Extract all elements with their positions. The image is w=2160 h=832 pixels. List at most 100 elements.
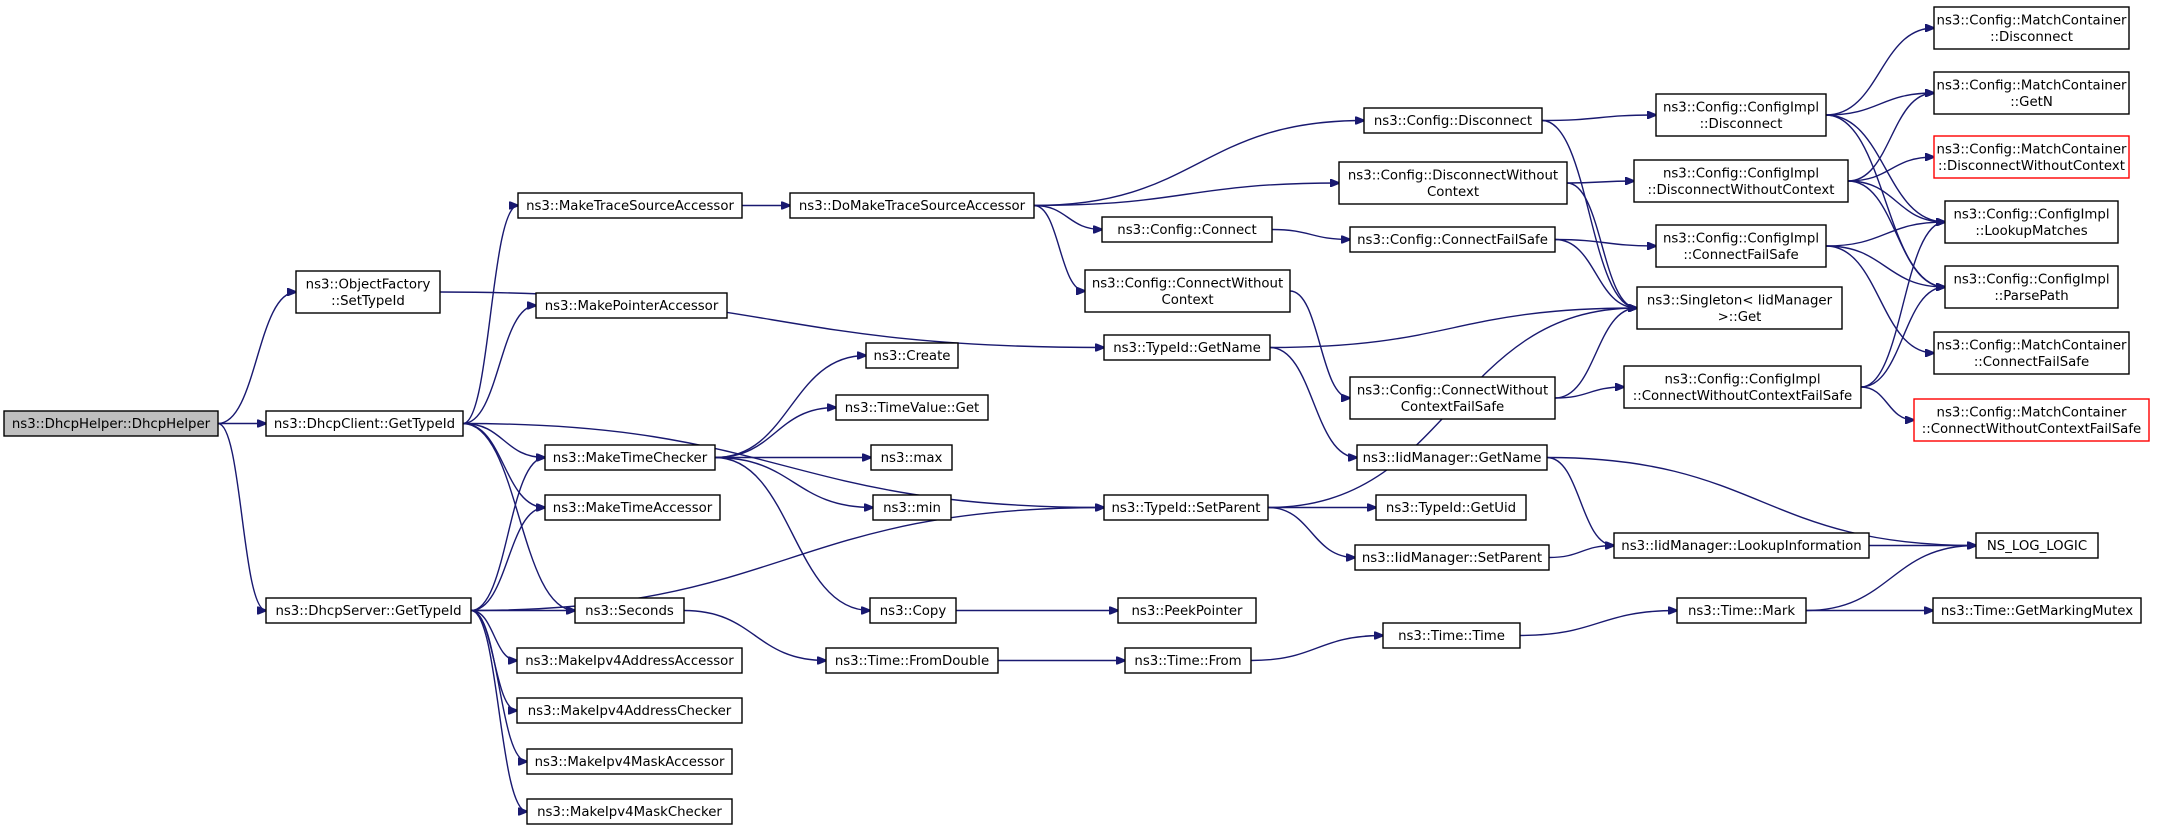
node-ns3-maketimeaccessor[interactable]: ns3::MakeTimeAccessor <box>544 494 721 521</box>
node-box <box>1676 597 1807 624</box>
node-ns3-min[interactable]: ns3::min <box>872 494 952 521</box>
edge-implDisconnWoc-to-mcDisconnWoc <box>1847 157 1934 182</box>
node-ns3-max[interactable]: ns3::max <box>870 444 953 471</box>
node-ns-log-logic[interactable]: NS_LOG_LOGIC <box>1975 532 2099 559</box>
node-label: ns3::IidManager::LookupInformation <box>1621 539 1861 554</box>
node-box <box>825 647 999 674</box>
node-label: ns3::Config::MatchContainer <box>1937 142 2127 157</box>
node-ns3-config-configimpl-disconnectwithoutcontext[interactable]: ns3::Config::ConfigImpl::DisconnectWitho… <box>1633 159 1849 203</box>
node-label: >::Get <box>1718 310 1762 325</box>
node-ns3-time-time[interactable]: ns3::Time::Time <box>1382 622 1521 649</box>
node-ns3-dhcpserver-gettypeid[interactable]: ns3::DhcpServer::GetTypeId <box>265 597 472 624</box>
node-box <box>516 697 743 724</box>
edge-cfgconnfailsafe-to-implConnFailSafe <box>1554 238 1656 247</box>
node-ns3-objectfactory-settypeid[interactable]: ns3::ObjectFactory::SetTypeId <box>295 270 441 314</box>
node-label: ns3::Config::Disconnect <box>1374 114 1532 129</box>
node-label: ::SetTypeId <box>331 294 405 309</box>
edge-iidgetname-to-iidlookupinfo <box>1546 456 1614 546</box>
node-box <box>526 798 733 825</box>
edge-implDisconnWoc-to-mcGetN <box>1847 93 1934 182</box>
node-ns3-typeid-getname[interactable]: ns3::TypeId::GetName <box>1103 334 1271 361</box>
node-ns3-config-connectwithoutcontextfailsafe[interactable]: ns3::Config::ConnectWithoutContextFailSa… <box>1349 376 1556 420</box>
node-ns3-config-configimpl-connectwithoutcontextfailsafe[interactable]: ns3::Config::ConfigImpl::ConnectWithoutC… <box>1623 365 1862 409</box>
node-ns3-config-connectfailsafe[interactable]: ns3::Config::ConnectFailSafe <box>1349 226 1556 253</box>
node-box <box>1363 107 1543 134</box>
node-label: ns3::ObjectFactory <box>306 277 431 292</box>
node-ns3-seconds[interactable]: ns3::Seconds <box>574 597 685 624</box>
edge-cfgconnwoc-to-cfgconnwocfs <box>1289 290 1350 398</box>
node-label: ns3::MakeIpv4AddressAccessor <box>525 654 734 669</box>
node-ns3-config-configimpl-connectfailsafe[interactable]: ns3::Config::ConfigImpl::ConnectFailSafe <box>1655 224 1827 268</box>
node-box <box>517 192 743 219</box>
node-ns3-domaketracesourceaccessor[interactable]: ns3::DoMakeTraceSourceAccessor <box>789 192 1035 219</box>
node-ns3-config-matchcontainer-disconnect[interactable]: ns3::Config::MatchContainer::Disconnect <box>1933 6 2130 50</box>
node-ns3-makeipv4addresschecker[interactable]: ns3::MakeIpv4AddressChecker <box>516 697 743 724</box>
edge-domaketrace-to-cfgdisconnwoc <box>1033 183 1339 207</box>
node-ns3-dhcpclient-gettypeid[interactable]: ns3::DhcpClient::GetTypeId <box>265 410 464 437</box>
node-ns3-time-from[interactable]: ns3::Time::From <box>1124 647 1252 674</box>
node-ns3-config-connect[interactable]: ns3::Config::Connect <box>1101 216 1273 243</box>
node-label: ns3::Config::ConnectWithout <box>1092 276 1283 291</box>
node-box <box>1354 544 1550 571</box>
edge-implDisconnWoc-to-implParsePath <box>1847 180 1945 287</box>
node-box <box>1349 226 1556 253</box>
edge-implConnWocFs-to-implLookupMatches <box>1860 222 1945 388</box>
node-ns3-makepointeraccessor[interactable]: ns3::MakePointerAccessor <box>535 292 728 319</box>
node-ns3-dhcphelper-dhcphelper[interactable]: ns3::DhcpHelper::DhcpHelper <box>3 410 219 437</box>
node-ns3-typeid-setparent[interactable]: ns3::TypeId::SetParent <box>1103 494 1269 521</box>
node-ns3-peekpointer[interactable]: ns3::PeekPointer <box>1117 597 1257 624</box>
node-ns3-timevalue-get[interactable]: ns3::TimeValue::Get <box>835 394 989 421</box>
node-box <box>1655 224 1827 268</box>
node-ns3-makeipv4addressaccessor[interactable]: ns3::MakeIpv4AddressAccessor <box>516 647 743 674</box>
node-label: ns3::MakeIpv4MaskAccessor <box>535 755 725 770</box>
node-ns3-copy[interactable]: ns3::Copy <box>869 597 957 624</box>
node-label: ns3::Config::ConfigImpl <box>1664 372 1820 387</box>
node-box <box>1636 286 1843 330</box>
nodes-layer: ns3::DhcpHelper::DhcpHelper ns3::ObjectFa… <box>3 6 2150 825</box>
node-box <box>835 394 989 421</box>
node-ns3-singleton-iidmanager-get[interactable]: ns3::Singleton< IidManager>::Get <box>1636 286 1843 330</box>
node-ns3-time-getmarkingmutex[interactable]: ns3::Time::GetMarkingMutex <box>1932 597 2142 624</box>
node-ns3-time-fromdouble[interactable]: ns3::Time::FromDouble <box>825 647 999 674</box>
node-label: ::LookupMatches <box>1975 224 2087 239</box>
node-ns3-config-matchcontainer-disconnectwithoutcontext[interactable]: ns3::Config::MatchContainer::DisconnectW… <box>1933 135 2130 179</box>
node-label: ns3::MakeIpv4AddressChecker <box>528 704 732 719</box>
node-label: ns3::TypeId::GetName <box>1113 341 1261 356</box>
node-ns3-typeid-getuid[interactable]: ns3::TypeId::GetUid <box>1375 494 1527 521</box>
edge-dhcpclient-to-typeidsetparent <box>462 422 1104 508</box>
node-ns3-config-disconnect[interactable]: ns3::Config::Disconnect <box>1363 107 1543 134</box>
node-ns3-makeipv4maskaccessor[interactable]: ns3::MakeIpv4MaskAccessor <box>526 748 733 775</box>
node-ns3-config-connectwithoutcontext[interactable]: ns3::Config::ConnectWithoutContext <box>1084 269 1291 313</box>
node-ns3-iidmanager-setparent[interactable]: ns3::IidManager::SetParent <box>1354 544 1550 571</box>
node-ns3-config-disconnectwithoutcontext[interactable]: ns3::Config::DisconnectWithoutContext <box>1338 161 1568 205</box>
node-box <box>1349 376 1556 420</box>
node-label: ns3::Config::MatchContainer <box>1937 338 2127 353</box>
node-ns3-config-matchcontainer-connectwithoutcontextfailsafe[interactable]: ns3::Config::MatchContainer::ConnectWith… <box>1913 398 2150 442</box>
edge-implConnFailSafe-to-mcConnFailSafe <box>1825 245 1934 353</box>
node-ns3-time-mark[interactable]: ns3::Time::Mark <box>1676 597 1807 624</box>
node-label: ns3::Config::MatchContainer <box>1937 13 2127 28</box>
node-ns3-maketimechecker[interactable]: ns3::MakeTimeChecker <box>544 444 716 471</box>
node-ns3-maketracesourceaccessor[interactable]: ns3::MakeTraceSourceAccessor <box>517 192 743 219</box>
node-box <box>295 270 441 314</box>
node-ns3-config-configimpl-lookupmatches[interactable]: ns3::Config::ConfigImpl::LookupMatches <box>1944 200 2119 244</box>
node-label: NS_LOG_LOGIC <box>1987 539 2087 554</box>
node-ns3-config-configimpl-disconnect[interactable]: ns3::Config::ConfigImpl::Disconnect <box>1655 93 1827 137</box>
edge-dhcpclient-to-maketimeacc <box>462 422 545 508</box>
node-label: ns3::DhcpHelper::DhcpHelper <box>12 417 211 432</box>
edge-timefrom-to-timetime <box>1250 636 1383 662</box>
node-ns3-config-configimpl-parsepath[interactable]: ns3::Config::ConfigImpl::ParsePath <box>1944 265 2119 309</box>
node-ns3-iidmanager-getname[interactable]: ns3::IidManager::GetName <box>1356 444 1548 471</box>
node-ns3-config-matchcontainer-connectfailsafe[interactable]: ns3::Config::MatchContainer::ConnectFail… <box>1933 331 2130 375</box>
edge-cfgdisconnect-to-singletonget <box>1541 119 1637 309</box>
node-ns3-config-matchcontainer-getn[interactable]: ns3::Config::MatchContainer::GetN <box>1933 71 2130 115</box>
node-ns3-iidmanager-lookupinformation[interactable]: ns3::IidManager::LookupInformation <box>1613 532 1870 559</box>
edge-implConnFailSafe-to-implParsePath <box>1825 245 1945 287</box>
node-ns3-makeipv4maskchecker[interactable]: ns3::MakeIpv4MaskChecker <box>526 798 733 825</box>
edge-iidgetname-to-nslogic <box>1546 456 1976 546</box>
node-label: ns3::Config::MatchContainer <box>1937 78 2127 93</box>
node-ns3-create[interactable]: ns3::Create <box>865 342 959 369</box>
node-box <box>1103 334 1271 361</box>
node-box <box>1356 444 1548 471</box>
node-box <box>1933 71 2130 115</box>
